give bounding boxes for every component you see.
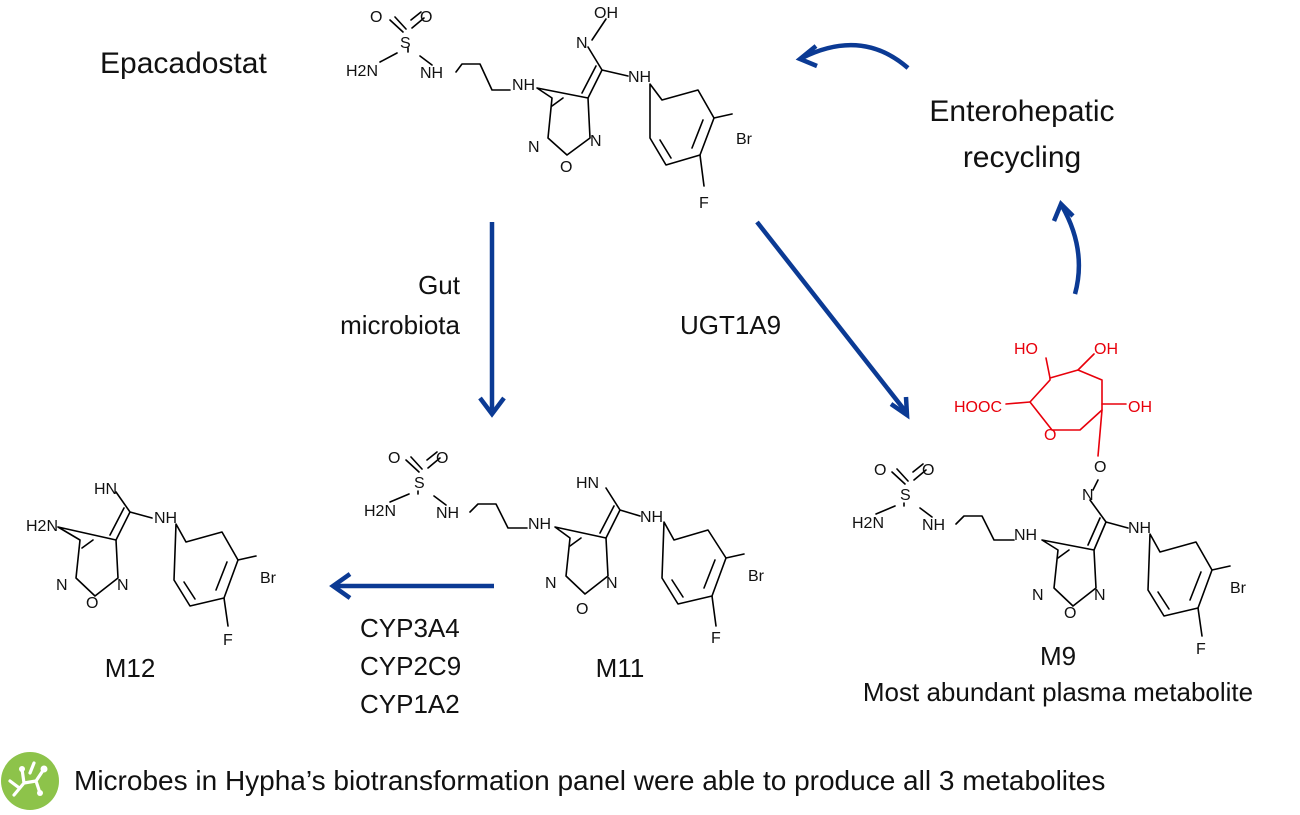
atom-h2n: H2N: [26, 518, 58, 535]
enzyme-label-ugt1a9: UGT1A9: [680, 310, 781, 340]
atom-br: Br: [736, 131, 753, 148]
atom-ring-o: O: [86, 595, 98, 612]
arrow-recycling-up: [1060, 204, 1082, 295]
atom-h2n: H2N: [346, 63, 378, 80]
pathway-labels: Epacadostat Gut microbiota UGT1A9 Entero…: [100, 47, 1253, 719]
atom-n-oxime: N: [1082, 487, 1094, 504]
compound-name-epacadostat: Epacadostat: [100, 47, 267, 80]
atom-nh-2: NH: [1014, 527, 1037, 544]
atom-hooc: HOOC: [954, 399, 1002, 416]
arrow-ugt1a9: [755, 220, 908, 414]
footer: Microbes in Hypha’s biotransformation pa…: [0, 745, 1300, 815]
atom-ring-n-2: N: [590, 133, 602, 150]
atom-nh-1: NH: [436, 505, 459, 522]
atom-ring-o: O: [1064, 605, 1076, 622]
atom-nh-2: NH: [528, 516, 551, 533]
atom-s: S: [900, 487, 911, 504]
atom-h2n: H2N: [364, 503, 396, 520]
atom-oh-2: OH: [1128, 399, 1152, 416]
arrow-gut-head: [478, 396, 506, 418]
atom-nh-2: NH: [512, 77, 535, 94]
atom-ring-o: O: [576, 601, 588, 618]
enzyme-label-gut-2: microbiota: [340, 310, 460, 340]
atom-ring-n-1: N: [545, 575, 557, 592]
atom-ring-n-2: N: [117, 577, 129, 594]
compound-name-m9: M9: [1040, 641, 1076, 671]
enzyme-label-cyp1a2: CYP1A2: [360, 689, 460, 719]
atom-ring-o: O: [560, 159, 572, 176]
atom-br: Br: [1230, 580, 1247, 597]
atom-hn: HN: [576, 475, 599, 492]
enzyme-label-cyp2c9: CYP2C9: [360, 651, 461, 681]
atom-hn: HN: [94, 481, 117, 498]
atom-f: F: [711, 630, 721, 647]
arrow-ugt-head: [889, 396, 910, 420]
structure-epacadostat: O O S H2N NH NH NH N OH N N O Br F: [346, 5, 753, 212]
m9-description: Most abundant plasma metabolite: [863, 677, 1253, 707]
atom-oh-1: OH: [1094, 341, 1118, 358]
structure-m9: HO OH OH HOOC O O N O O S H2N NH NH NH N…: [852, 341, 1247, 658]
structure-m11: O O S H2N NH NH NH HN N N O Br F: [364, 450, 765, 647]
atom-o-ether: O: [1094, 459, 1106, 476]
pathway-arrows: [329, 42, 1082, 600]
arrow-recycling-back-head: [795, 44, 818, 69]
atom-f: F: [1196, 641, 1206, 658]
atom-nh-1: NH: [420, 65, 443, 82]
structure-m12: H2N HN NH N N O Br F: [26, 481, 277, 649]
atom-ring-n-1: N: [1032, 587, 1044, 604]
hypha-logo-icon: [1, 752, 59, 810]
compound-name-m12: M12: [105, 653, 156, 683]
recycling-label-1: Enterohepatic: [929, 95, 1114, 128]
enzyme-label-cyp3a4: CYP3A4: [360, 613, 460, 643]
atom-o-2: O: [922, 462, 934, 479]
arrow-cyp-head: [329, 572, 352, 600]
atom-nh-1: NH: [922, 517, 945, 534]
atom-nh: NH: [154, 510, 177, 527]
atom-f: F: [223, 632, 233, 649]
atom-o-2: O: [420, 9, 432, 26]
compound-name-m11: M11: [596, 653, 645, 683]
atom-ring-n-2: N: [606, 575, 618, 592]
arrow-recycling-back: [800, 42, 910, 70]
atom-o-2: O: [436, 450, 448, 467]
atom-ring-n-1: N: [528, 139, 540, 156]
atom-s: S: [414, 475, 425, 492]
recycling-label-2: recycling: [963, 141, 1081, 174]
atom-s: S: [400, 35, 411, 52]
atom-br: Br: [260, 570, 277, 587]
atom-br: Br: [748, 568, 765, 585]
atom-o-1: O: [874, 462, 886, 479]
arrow-recycling-up-head: [1051, 200, 1075, 222]
atom-h2n: H2N: [852, 515, 884, 532]
atom-ring-o-sugar: O: [1044, 427, 1056, 444]
atom-nh-3: NH: [1128, 520, 1151, 537]
atom-ring-n-2: N: [1094, 587, 1106, 604]
atom-f: F: [699, 195, 709, 212]
atom-ho: HO: [1014, 341, 1038, 358]
footer-note: Microbes in Hypha’s biotransformation pa…: [74, 765, 1106, 796]
atom-nh-3: NH: [628, 69, 651, 86]
atom-ring-n-1: N: [56, 577, 68, 594]
atom-nh-3: NH: [640, 509, 663, 526]
atom-n-oxime: N: [576, 35, 588, 52]
enzyme-label-gut-1: Gut: [418, 270, 461, 300]
atom-o-1: O: [388, 450, 400, 467]
atom-oh: OH: [594, 5, 618, 22]
atom-o-1: O: [370, 9, 382, 26]
